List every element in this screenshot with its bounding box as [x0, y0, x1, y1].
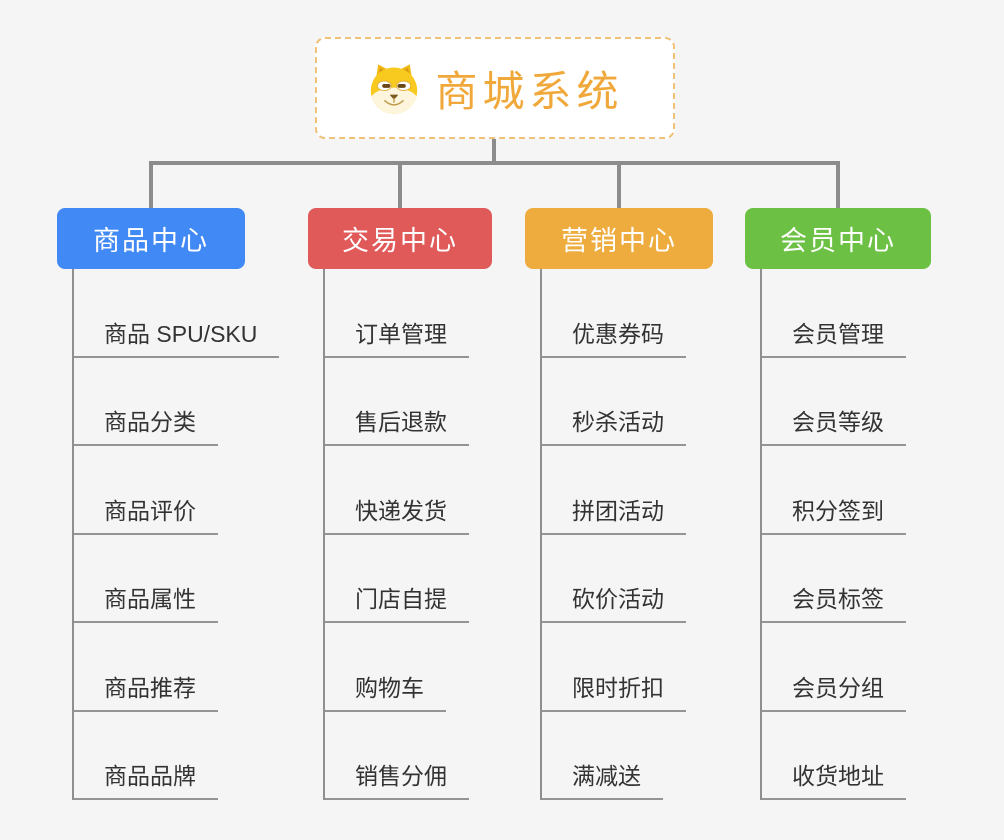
branch-node-trade[interactable]: 交易中心: [308, 208, 492, 269]
sub-node: 商品属性: [72, 535, 279, 623]
sub-node: 会员分组: [760, 623, 931, 712]
branch-product-center: 商品中心 商品 SPU/SKU 商品分类商品评价商品属性商品推荐商品品牌: [57, 208, 280, 800]
sub-node-label[interactable]: 满减送: [540, 757, 663, 800]
sub-node-label[interactable]: 优惠券码: [540, 315, 686, 358]
sub-node: 商品评价: [72, 446, 279, 535]
branch-member-center: 会员中心 会员管理会员等级积分签到会员标签会员分组收货地址: [745, 208, 931, 800]
connector-branch-stub: [149, 163, 153, 209]
sub-node-label[interactable]: 会员标签: [760, 580, 906, 623]
sub-node-label[interactable]: 商品推荐: [72, 669, 218, 712]
sub-node-label[interactable]: 秒杀活动: [540, 403, 686, 446]
sub-node: 砍价活动: [540, 535, 713, 623]
branch-label: 交易中心: [342, 226, 458, 256]
sub-node: 秒杀活动: [540, 358, 713, 446]
sub-node-label[interactable]: 门店自提: [323, 580, 469, 623]
sub-node-label[interactable]: 商品属性: [72, 580, 218, 623]
sub-node-label[interactable]: 售后退款: [323, 403, 469, 446]
sub-node: 快递发货: [323, 446, 492, 535]
root-title: 商城系统: [435, 67, 624, 115]
sub-node: 积分签到: [760, 446, 931, 535]
sub-node-label[interactable]: 商品品牌: [72, 757, 218, 800]
branch-node-member[interactable]: 会员中心: [745, 208, 931, 269]
sub-node-label[interactable]: 积分签到: [760, 492, 906, 535]
sub-node-label[interactable]: 购物车: [323, 669, 446, 712]
connector-branch-stub: [836, 163, 840, 209]
sub-node-label[interactable]: 订单管理: [323, 315, 469, 358]
sub-node-label[interactable]: 销售分佣: [323, 757, 469, 800]
sub-node: 满减送: [540, 712, 713, 800]
sub-node-label[interactable]: 商品分类: [72, 403, 218, 446]
sub-node: 会员标签: [760, 535, 931, 623]
sub-node-label[interactable]: 会员等级: [760, 403, 906, 446]
branch-node-marketing[interactable]: 营销中心: [525, 208, 713, 269]
sub-node: 商品品牌: [72, 712, 279, 800]
sub-node-label[interactable]: 收货地址: [760, 757, 906, 800]
connector-horizontal: [149, 161, 840, 165]
dog-face-icon: [371, 64, 418, 114]
sub-node: 商品 SPU/SKU: [72, 269, 280, 358]
sub-node: 拼团活动: [540, 446, 713, 535]
branch-trade-center: 交易中心 订单管理售后退款快递发货门店自提购物车销售分佣: [308, 208, 492, 800]
sub-node: 销售分佣: [323, 712, 492, 800]
sub-node: 门店自提: [323, 535, 492, 623]
connector-branch-stub: [617, 163, 621, 209]
sub-node-label[interactable]: 商品 SPU/SKU: [72, 315, 280, 358]
branch-node-product[interactable]: 商品中心: [57, 208, 245, 269]
sub-node: 订单管理: [323, 269, 492, 358]
sub-node-label[interactable]: 拼团活动: [540, 492, 686, 535]
sub-node-label[interactable]: 快递发货: [323, 492, 469, 535]
connector-root-stub: [492, 139, 496, 163]
root-node[interactable]: 商城系统: [315, 37, 675, 139]
connector-branch-stub: [398, 163, 402, 209]
branch-label: 会员中心: [780, 226, 896, 256]
branch-items-product: 商品 SPU/SKU 商品分类商品评价商品属性商品推荐商品品牌: [72, 269, 280, 800]
sub-node: 售后退款: [323, 358, 492, 446]
sub-node-label[interactable]: 砍价活动: [540, 580, 686, 623]
sub-node: 收货地址: [760, 712, 931, 800]
sub-node-label[interactable]: 会员管理: [760, 315, 906, 358]
sub-node: 会员等级: [760, 358, 931, 446]
branch-label: 商品中心: [93, 226, 209, 256]
branch-marketing-center: 营销中心 优惠券码秒杀活动拼团活动砍价活动限时折扣满减送: [525, 208, 713, 800]
sub-node: 商品推荐: [72, 623, 279, 712]
sub-node-label[interactable]: 商品评价: [72, 492, 218, 535]
sub-node-label[interactable]: 限时折扣: [540, 669, 686, 712]
sub-node: 优惠券码: [540, 269, 713, 358]
sub-node: 购物车: [323, 623, 492, 712]
sub-node-label[interactable]: 会员分组: [760, 669, 906, 712]
branch-items-marketing: 优惠券码秒杀活动拼团活动砍价活动限时折扣满减送: [540, 269, 713, 800]
branch-label: 营销中心: [561, 226, 677, 256]
branch-items-member: 会员管理会员等级积分签到会员标签会员分组收货地址: [760, 269, 931, 800]
sub-node: 限时折扣: [540, 623, 713, 712]
sub-node: 会员管理: [760, 269, 931, 358]
sub-node: 商品分类: [72, 358, 279, 446]
branch-items-trade: 订单管理售后退款快递发货门店自提购物车销售分佣: [323, 269, 492, 800]
